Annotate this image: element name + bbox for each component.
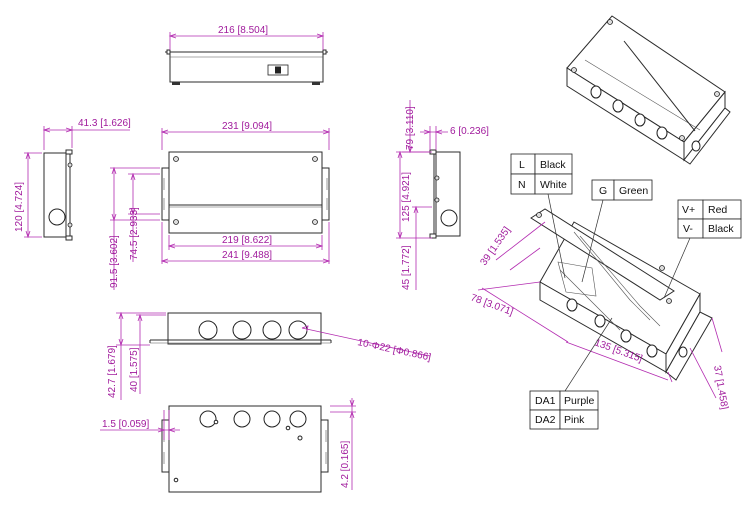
label-side-depth: 41.3 [1.626] [78, 118, 131, 129]
legend-g-color: Green [619, 185, 648, 197]
dim-bottom-42-7: 42.7 [1.679] [107, 311, 166, 400]
bottom-plate-view [161, 405, 329, 493]
right-side-view [429, 149, 461, 239]
legend-ground: G Green [591, 179, 653, 201]
label-knockouts: 10-Φ22 [Φ0.866] [356, 337, 432, 363]
iso-open-view [530, 208, 713, 381]
label-top-width: 216 [8.504] [218, 25, 268, 36]
dim-front-241: 241 [9.488] [160, 222, 331, 264]
knockout-view [149, 312, 332, 345]
legend-dali: DA1 Purple DA2 Pink [529, 390, 599, 430]
legend-l-code: L [519, 159, 525, 171]
legend-vplus-code: V+ [682, 204, 695, 216]
dim-bottom-4-2: 4.2 [0.165] [330, 398, 356, 490]
dim-top-width: 216 [8.504] [168, 25, 325, 50]
dim-right-45: 45 [1.772] [401, 205, 432, 290]
label-iso-37: 37 [1.458] [711, 365, 730, 411]
label-bottom-42-7: 42.7 [1.679] [107, 345, 118, 398]
dim-flange-1-5: 1.5 [0.059] [100, 410, 180, 440]
legend-da1-code: DA1 [535, 395, 556, 407]
label-iso-78: 78 [3.071] [469, 292, 515, 318]
label-right-79: 79 [3.110] [405, 106, 416, 150]
legend-vminus-color: Black [708, 223, 734, 235]
legend-vminus-code: V- [683, 223, 693, 235]
label-front-231: 231 [9.094] [222, 121, 272, 132]
dim-right-125: 125 [4.921] [396, 150, 432, 240]
dim-iso-39: 39 [1.535] [478, 221, 546, 271]
label-front-74-5: 74.5 [2.933] [129, 207, 140, 260]
left-side-view [43, 149, 73, 241]
label-front-219: 219 [8.622] [222, 235, 272, 246]
dim-bottom-40: 40 [1.575] [129, 313, 166, 394]
label-front-241: 241 [9.488] [222, 250, 272, 261]
top-view [165, 49, 328, 85]
label-right-45: 45 [1.772] [401, 245, 412, 290]
label-front-91-5: 91.5 [3.602] [109, 235, 120, 288]
legend-g-code: G [599, 185, 607, 197]
dim-front-74-5: 74.5 [2.933] [128, 172, 160, 262]
label-bottom-40: 40 [1.575] [129, 347, 140, 392]
label-bottom-4-2: 4.2 [0.165] [340, 441, 351, 488]
legend-line-neutral: L Black N White [510, 153, 573, 195]
legend-n-color: White [540, 179, 567, 191]
label-right-6: 6 [0.236] [450, 126, 489, 137]
legend-da2-code: DA2 [535, 414, 556, 426]
label-flange-1-5: 1.5 [0.059] [102, 419, 149, 430]
dim-right-6: 6 [0.236] [420, 126, 489, 150]
dim-right-79: 79 [3.110] [402, 100, 430, 154]
legend-da1-color: Purple [564, 395, 595, 407]
legend-n-code: N [518, 179, 526, 191]
legend-da2-color: Pink [564, 414, 585, 426]
label-iso-39: 39 [1.535] [478, 225, 513, 268]
label-side-height: 120 [4.724] [14, 182, 25, 232]
label-right-125: 125 [4.921] [401, 172, 412, 222]
iso-closed-view [566, 15, 731, 165]
dim-front-231: 231 [9.094] [160, 121, 331, 150]
legend-vplus-vminus: V+ Red V- Black [677, 199, 742, 239]
dim-front-91-5: 91.5 [3.602] [109, 166, 160, 290]
dim-front-219: 219 [8.622] [167, 235, 324, 250]
dim-knockouts: 10-Φ22 [Φ0.866] [301, 325, 432, 364]
legend-vplus-color: Red [708, 204, 727, 216]
legend-l-color: Black [540, 159, 566, 171]
wiring-legend: L Black N White G Green V+ Red V- Black [510, 153, 742, 430]
dim-side-depth: 41.3 [1.626] [42, 118, 131, 150]
wire-leaders [547, 193, 691, 392]
dim-side-height: 120 [4.724] [14, 151, 42, 239]
front-view [161, 151, 330, 234]
